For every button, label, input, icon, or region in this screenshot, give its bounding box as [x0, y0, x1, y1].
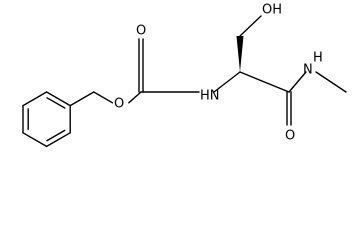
aromatic-inner-bond [46, 97, 66, 109]
bond [22, 91, 48, 107]
carbamate-nh-label: HN [200, 89, 220, 104]
bond-ch2-oh [239, 15, 262, 37]
bond-o-carbonyl [128, 91, 142, 104]
bond [22, 132, 48, 148]
stereo-wedge-bond [236, 36, 244, 72]
bond-ch2-o [93, 91, 114, 104]
bond [45, 91, 71, 107]
bond-amide-n [288, 71, 307, 93]
bond-n-alpha [213, 71, 241, 93]
bond-n-methyl [315, 71, 347, 93]
amide-oxygen-label: O [285, 129, 295, 144]
bond [45, 132, 71, 148]
hydroxyl-label: OH [262, 3, 282, 18]
bond-ring-ch2 [69, 91, 95, 107]
amide-nitrogen-label: N [303, 63, 313, 78]
ester-oxygen-label: O [114, 97, 124, 112]
amide-hydrogen-label: H [313, 51, 323, 66]
chemical-structure: O O HN OH O N H [22, 3, 347, 148]
aromatic-inner-bond [46, 129, 66, 142]
carbonyl-oxygen-label: O [136, 24, 146, 39]
benzene-ring [22, 91, 71, 148]
bond-alpha-amide-c [239, 71, 290, 93]
